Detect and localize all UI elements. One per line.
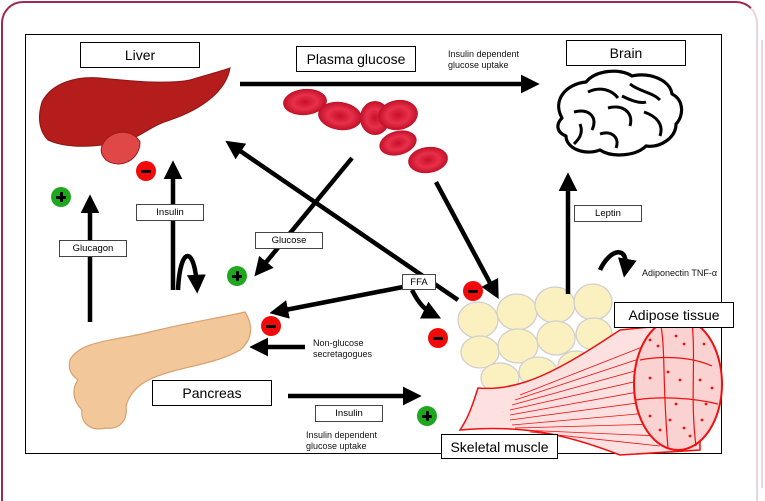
label-ffa: FFA — [402, 274, 436, 290]
arrow-glucose-to-pancreas — [254, 156, 354, 277]
plus-sign-icon — [51, 187, 71, 207]
minus-sign-icon — [463, 281, 483, 301]
label-leptin: Leptin — [574, 205, 642, 222]
brain-illustration — [556, 69, 684, 157]
arrow-plasma-to-adipose — [434, 180, 499, 299]
red-blood-cells — [283, 88, 448, 174]
minus-sign-icon — [261, 316, 281, 336]
note-brain-uptake: Insulin dependent glucose uptake — [448, 49, 520, 70]
label-brain: Brain — [566, 40, 686, 66]
label-insulin-bottom: Insulin — [315, 405, 383, 422]
outer-frame-edge — [761, 40, 763, 488]
arrow-ffa-to-pancreas — [269, 283, 409, 319]
arrow-insulin-loop — [175, 253, 206, 294]
arrow-ffa-to-adipose — [409, 288, 442, 319]
minus-sign-icon — [136, 161, 156, 181]
adipose-cells — [457, 283, 613, 394]
note-non-glucose-secretagogues: Non-glucose secretagogues — [313, 338, 373, 359]
note-muscle-uptake: Insulin dependent glucose uptake — [306, 430, 378, 451]
label-insulin-top: Insulin — [136, 204, 204, 221]
label-glucagon: Glucagon — [59, 240, 127, 257]
note-adiponectin: Adiponectin TNF-α — [642, 268, 718, 278]
arrow-adiponectin-loop — [597, 250, 637, 278]
liver-illustration — [39, 67, 231, 165]
label-skeletal-muscle: Skeletal muscle — [441, 434, 558, 459]
label-glucose: Glucose — [255, 232, 323, 249]
skeletal-muscle-illustration — [458, 317, 723, 456]
label-plasma-glucose: Plasma glucose — [296, 46, 416, 72]
plus-sign-icon — [417, 406, 437, 426]
diagram-art — [39, 67, 723, 456]
pancreas-illustration — [68, 311, 252, 430]
label-adipose-tissue: Adipose tissue — [614, 302, 734, 328]
minus-sign-icon — [428, 328, 448, 348]
label-liver: Liver — [80, 42, 200, 68]
label-pancreas: Pancreas — [152, 380, 272, 406]
plus-sign-icon — [227, 266, 247, 286]
